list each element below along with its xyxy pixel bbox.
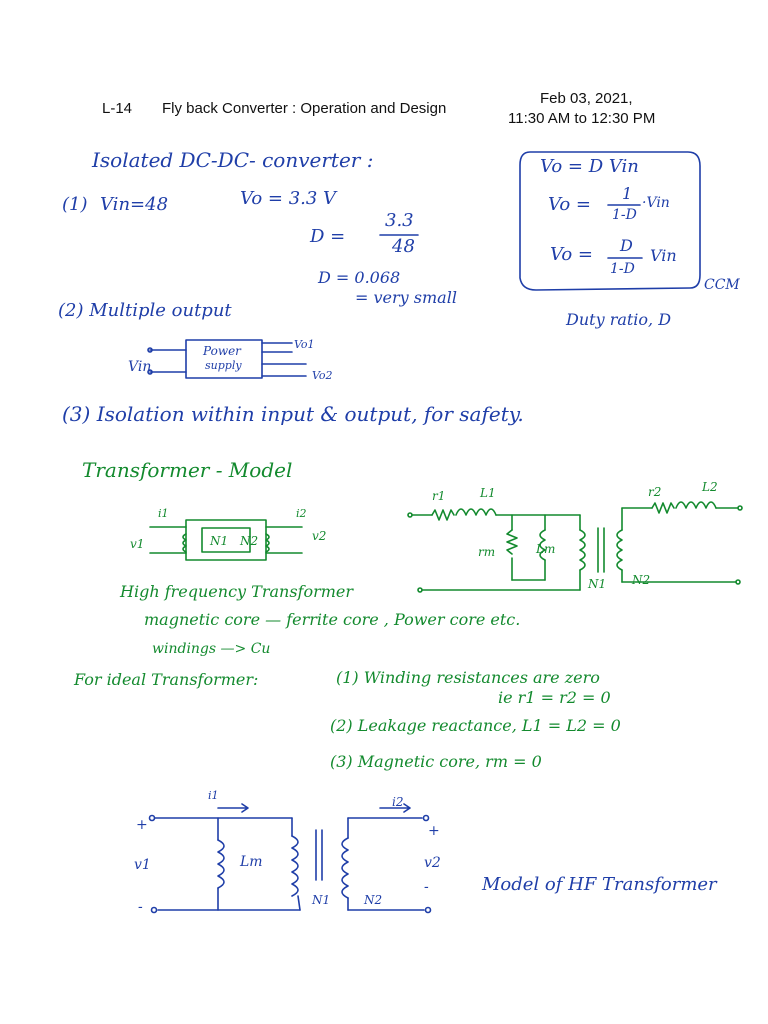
eq-r1-resistor [431, 509, 455, 521]
box-eq2-lhs: Vo = [548, 194, 591, 215]
ideal-2: (2) Leakage reactance, L1 = L2 = 0 [330, 716, 621, 735]
item2-heading: (2) Multiple output [58, 300, 232, 321]
eq-terminal-4 [735, 579, 741, 585]
lecture-time: 11:30 AM to 12:30 PM [508, 110, 656, 127]
eq-l2-inductor [675, 501, 717, 509]
box-eq2-den: 1-D [612, 207, 637, 223]
box-eq3-rhs: Vin [650, 246, 677, 265]
eq-r2-resistor [651, 502, 675, 514]
power-supply-box [185, 339, 263, 379]
eq-primary-winding [579, 529, 586, 571]
tm-i1: i1 [158, 507, 169, 520]
hf-line1: High frequency Transformer [120, 582, 354, 601]
item1-label: (1) [62, 194, 88, 215]
box-eq2-num: 1 [622, 184, 633, 203]
d-equals: D = [310, 226, 346, 247]
bm-plus-left: + [136, 817, 148, 833]
ps-line2: supply [205, 359, 242, 372]
d-comment: = very small [355, 288, 457, 307]
item1-vin: Vin=48 [100, 194, 169, 215]
bm-i2: i2 [392, 795, 404, 809]
d-value: D = 0.068 [318, 268, 401, 287]
bm-v2: v2 [424, 855, 441, 871]
eq-l1-inductor [455, 508, 497, 516]
hf-line2: magnetic core — ferrite core , Power cor… [144, 610, 521, 629]
bm-v1: v1 [134, 857, 151, 873]
item3-heading: (3) Isolation within input & output, for… [62, 402, 524, 426]
eq-r2: r2 [648, 485, 662, 499]
duty-ratio-label: Duty ratio, D [566, 310, 672, 329]
bm-terminal-right-bottom [424, 906, 432, 914]
tm-winding-primary [182, 533, 187, 553]
ideal-intro: For ideal Transformer: [74, 670, 259, 689]
eq-rm-resistor [506, 529, 518, 555]
ps-input-terminal-top [147, 347, 153, 353]
eq-l2: L2 [702, 480, 718, 494]
bm-secondary-winding [341, 837, 349, 899]
bm-lm-winding [217, 839, 225, 889]
lecture-number: L-14 [102, 100, 133, 117]
eq-lm-inductor [539, 529, 546, 561]
tm-winding-secondary [265, 533, 270, 553]
tm-n2: N2 [240, 534, 259, 548]
ps-vo2: Vo2 [312, 369, 333, 382]
tm-v2: v2 [312, 529, 327, 543]
bm-terminal-right-top [422, 814, 430, 822]
equation-box [519, 151, 701, 291]
bm-n1: N1 [312, 893, 331, 907]
ideal-1: (1) Winding resistances are zero [336, 668, 600, 687]
eq-n2: N2 [632, 573, 651, 587]
box-eq3-num: D [620, 236, 633, 255]
ps-line1: Power [203, 344, 241, 358]
ideal-1b: ie r1 = r2 = 0 [498, 688, 611, 707]
bm-caption: Model of HF Transformer [482, 874, 717, 895]
eq-n1: N1 [588, 577, 607, 591]
tm-core-inner [201, 527, 251, 553]
box-eq3-lhs: Vo = [550, 244, 593, 265]
isolated-heading: Isolated DC-DC- converter : [92, 148, 374, 172]
tm-core-outer [185, 519, 267, 561]
ccm-label: CCM [704, 277, 740, 293]
bm-current-arrow-left [217, 803, 249, 813]
d-numerator: 3.3 [385, 210, 414, 231]
transformer-model-heading: Transformer - Model [82, 458, 293, 482]
ps-input-terminal-bottom [147, 369, 153, 375]
bm-current-arrow-right [379, 803, 411, 813]
bm-n2: N2 [364, 893, 383, 907]
bm-minus-left: - [138, 899, 143, 915]
tm-i2: i2 [296, 507, 307, 520]
bm-terminal-left-bottom [150, 906, 158, 914]
bm-lm: Lm [240, 854, 263, 870]
bm-plus-right: + [428, 823, 440, 839]
bm-i1: i1 [208, 789, 219, 802]
item1-vo: Vo = 3.3 V [240, 188, 337, 209]
hf-line3: windings —> Cu [152, 641, 271, 657]
d-denominator: 48 [392, 236, 415, 257]
tm-n1: N1 [210, 534, 229, 548]
box-eq1: Vo = D Vin [540, 156, 639, 177]
box-eq2-rhs: ·Vin [642, 195, 670, 211]
box-eq3-den: 1-D [610, 261, 635, 277]
ps-vo1: Vo1 [294, 338, 315, 351]
eq-terminal-3 [737, 505, 743, 511]
bm-terminal-left-top [148, 814, 156, 822]
bm-primary-winding [291, 835, 299, 897]
eq-r1: r1 [432, 489, 446, 503]
eq-terminal-2 [417, 587, 423, 593]
eq-rm: rm [478, 545, 496, 559]
eq-secondary-winding [616, 529, 623, 571]
eq-terminal-1 [407, 512, 413, 518]
eq-l1: L1 [480, 486, 496, 500]
ideal-3: (3) Magnetic core, rm = 0 [330, 752, 542, 771]
tm-v1: v1 [130, 537, 145, 551]
lecture-date: Feb 03, 2021, [540, 90, 633, 107]
bm-minus-right: - [424, 879, 429, 895]
lecture-title: Fly back Converter : Operation and Desig… [162, 100, 447, 117]
ps-vin: Vin [128, 359, 152, 375]
bm-primary-wire-bottom [297, 895, 301, 911]
